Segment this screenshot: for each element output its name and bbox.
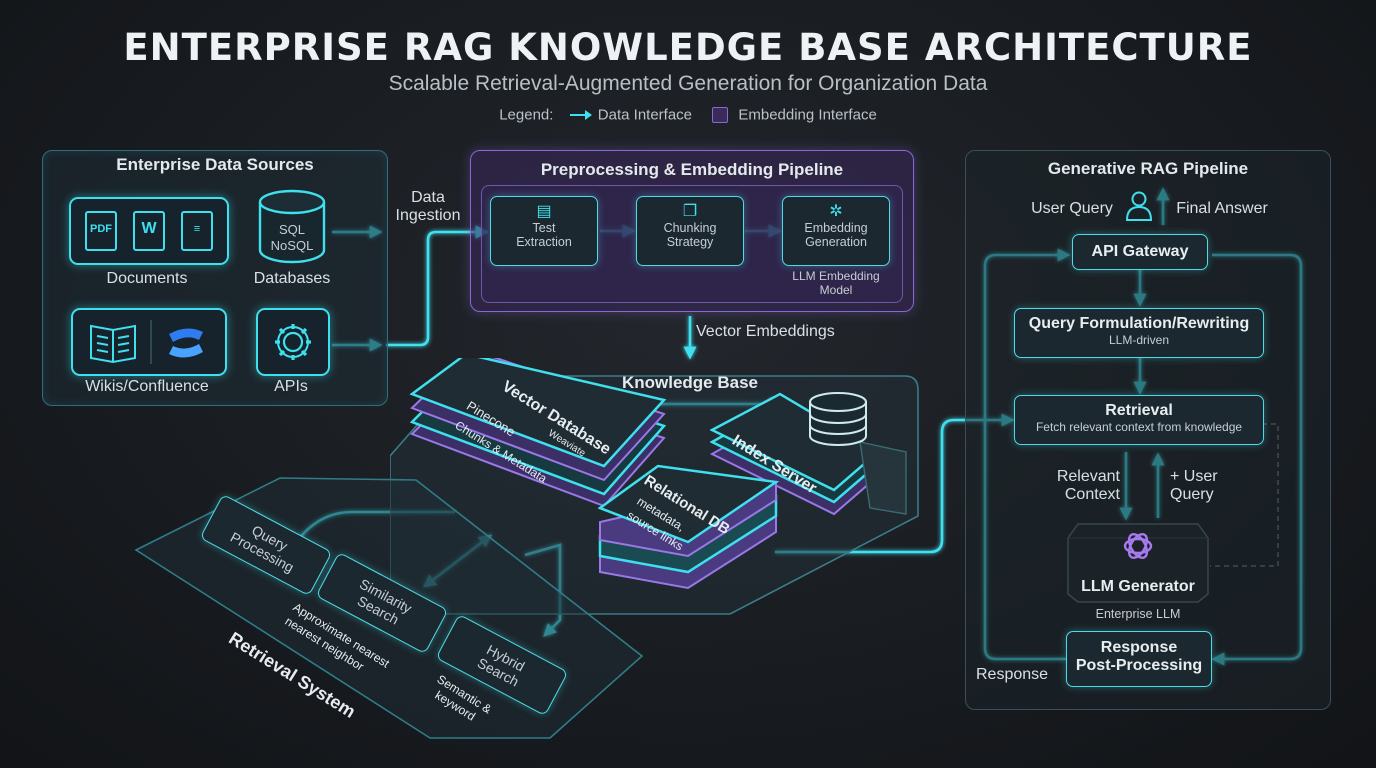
- data-ingestion-line-1: Data: [411, 189, 445, 206]
- legend: Legend: Data Interface Embedding Interfa…: [0, 106, 1376, 124]
- plus-user-query-line-2: Query: [1170, 486, 1214, 503]
- embedding-generation-step[interactable]: ✲ Embedding Generation: [782, 196, 890, 266]
- query-formulation-title: Query Formulation/Rewriting: [1028, 315, 1250, 332]
- document-search-icon: ▤: [536, 203, 552, 220]
- relevant-context-line-2: Context: [1064, 486, 1120, 503]
- documents-box[interactable]: PDF W ≡: [69, 197, 229, 265]
- data-ingestion-line-2: Ingestion: [395, 207, 461, 224]
- sources-title: Enterprise Data Sources: [116, 155, 314, 174]
- response-post-line-2: Post-Processing: [1075, 657, 1203, 674]
- relational-db-stack[interactable]: [597, 462, 780, 592]
- index-server-layers: [709, 392, 907, 516]
- extraction-line-2: Extraction: [516, 235, 572, 249]
- gear-icon: [275, 324, 311, 360]
- apis-box[interactable]: [256, 308, 330, 376]
- response-post-processing-node[interactable]: Response Post-Processing: [1066, 631, 1212, 687]
- knowledge-base-title: Knowledge Base: [621, 373, 759, 392]
- data-ingestion-label: Data Ingestion: [388, 189, 468, 225]
- vector-db-layers: [409, 348, 667, 508]
- wikis-label: Wikis/Confluence: [85, 378, 209, 395]
- confluence-logo-icon: [169, 328, 203, 358]
- network-nodes-icon: ✲: [829, 203, 843, 220]
- chunking-line-2: Strategy: [666, 235, 714, 249]
- wikis-confluence-box[interactable]: [71, 308, 227, 376]
- text-file-icon: ≡: [181, 211, 213, 251]
- relevant-context-line-1: Relevant: [1056, 468, 1120, 485]
- wiki-icons: [90, 320, 203, 364]
- legend-embedding-interface: Embedding Interface: [738, 106, 877, 124]
- retrieval-note: Fetch relevant context from knowledge: [1035, 420, 1243, 434]
- ai-knot-icon: [1123, 533, 1153, 559]
- user-icon-shape: [1125, 191, 1153, 221]
- word-icon: W: [133, 211, 165, 251]
- llm-driven-note: LLM-driven: [1108, 333, 1170, 347]
- llm-embedding-model-note: LLM Embedding Model: [770, 269, 902, 297]
- embedding-interface-swatch-icon: [712, 107, 729, 124]
- database-shape: [258, 189, 326, 264]
- relevant-context-label: Relevant Context: [1040, 468, 1120, 504]
- server-database-icon: [809, 392, 867, 446]
- response-label: Response: [976, 666, 1049, 683]
- user-query-label: User Query: [1031, 200, 1113, 217]
- retrieval-node[interactable]: Retrieval Fetch relevant context from kn…: [1014, 395, 1264, 445]
- retrieval-title: Retrieval: [1105, 402, 1173, 419]
- embedding-line-1: Embedding: [804, 221, 868, 235]
- final-answer-label: Final Answer: [1176, 200, 1268, 217]
- plus-user-query-line-1: + User: [1170, 468, 1218, 485]
- llm-generator-title: LLM Generator: [1081, 578, 1195, 595]
- vector-embeddings-label: Vector Embeddings: [696, 323, 835, 340]
- index-server-stack[interactable]: [709, 392, 910, 522]
- plus-user-query-label: + User Query: [1170, 468, 1230, 504]
- page-title: ENTERPRISE RAG KNOWLEDGE BASE ARCHITECTU…: [123, 26, 1253, 69]
- pdf-icon: PDF: [85, 211, 117, 251]
- open-book-icon: [90, 324, 136, 364]
- model-note-line-2: Model: [819, 283, 853, 297]
- pipeline-title: Preprocessing & Embedding Pipeline: [540, 160, 844, 179]
- chunking-line-1: Chunking: [663, 221, 717, 235]
- model-note-line-1: LLM Embedding: [792, 269, 880, 283]
- databases-label: Databases: [253, 270, 331, 287]
- chunking-strategy-step[interactable]: ❐ Chunking Strategy: [636, 196, 744, 266]
- rag-title: Generative RAG Pipeline: [1047, 159, 1249, 178]
- page-subtitle: Scalable Retrieval-Augmented Generation …: [388, 72, 988, 95]
- extraction-line-1: Test: [532, 221, 556, 235]
- data-interface-arrow-icon: [569, 110, 592, 121]
- vector-database-stack[interactable]: [402, 348, 672, 518]
- database-cylinder-icon[interactable]: SQL NoSQL: [256, 188, 328, 266]
- legend-data-interface: Data Interface: [597, 106, 693, 124]
- llm-generator-shape: [1067, 523, 1209, 603]
- sql-text: SQL: [278, 222, 305, 237]
- nosql-text: NoSQL: [270, 238, 314, 253]
- query-formulation-node[interactable]: Query Formulation/Rewriting LLM-driven: [1014, 308, 1264, 358]
- relational-db-layers: [597, 464, 780, 590]
- api-gateway-node[interactable]: API Gateway: [1072, 234, 1208, 270]
- pages-icon: ❐: [682, 203, 698, 220]
- apis-label: APIs: [274, 378, 308, 395]
- embedding-line-2: Generation: [805, 235, 867, 249]
- llm-generator-node[interactable]: LLM Generator: [1066, 520, 1210, 604]
- legend-label: Legend:: [499, 106, 554, 124]
- user-icon: [1124, 190, 1154, 222]
- text-extraction-step[interactable]: ▤ Test Extraction: [490, 196, 598, 266]
- response-post-line-1: Response: [1100, 639, 1178, 656]
- enterprise-llm-note: Enterprise LLM: [1095, 607, 1181, 621]
- documents-label: Documents: [106, 270, 188, 287]
